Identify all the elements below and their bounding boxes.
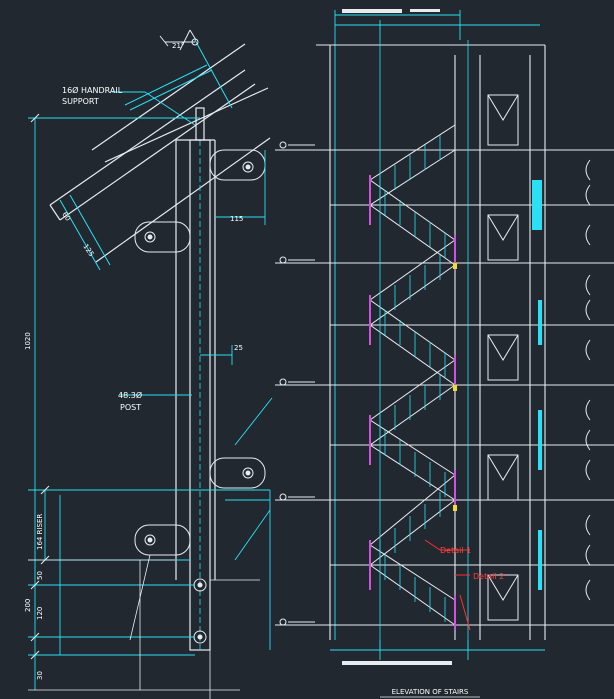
dimension-lines	[28, 117, 273, 690]
riser-label: 164 RISER	[36, 514, 44, 550]
drawing-caption: ELEVATION OF STAIRS	[392, 688, 469, 696]
cyan-verticals	[379, 40, 469, 650]
bracket-low-right	[209, 457, 266, 489]
stair-newels	[369, 175, 456, 630]
stair-elevation: Detail 1 Detail 2 ELEVATION OF STAIRS	[275, 9, 614, 698]
stair-flights	[369, 124, 456, 626]
angle-label: 21°	[172, 42, 184, 50]
windows	[487, 94, 519, 621]
balusters	[379, 135, 446, 622]
post	[175, 107, 216, 651]
dim-200: 200	[24, 599, 32, 612]
dim-1020: 1020	[24, 332, 32, 350]
dim-60: 60	[60, 211, 72, 223]
top-dim-text-2	[410, 9, 440, 12]
dim-50: 50	[36, 571, 44, 580]
dim-115: 115	[230, 215, 243, 223]
handrail-support-label-1: 16Ø HANDRAIL	[62, 85, 123, 95]
building-walls	[316, 44, 546, 640]
callout-detail-2: Detail 2	[473, 572, 504, 581]
handrail-detail: 21°	[24, 29, 273, 699]
base-lines	[28, 554, 260, 699]
inclined-handrail	[49, 43, 271, 263]
dimension-ticks	[30, 113, 50, 660]
bracket-mid-left	[134, 221, 191, 253]
angle-marker	[159, 29, 199, 51]
post-label-1: 48.3Ø	[118, 390, 142, 400]
bottom-dimensions	[330, 640, 545, 660]
floor-lines	[275, 149, 614, 626]
dim-125: 125	[81, 243, 95, 259]
dim-120: 120	[36, 607, 44, 620]
post-label-2: POST	[120, 403, 141, 412]
handrail-support-label-2: SUPPORT	[62, 97, 99, 106]
level-markers	[279, 141, 315, 626]
yellow-markers	[453, 263, 457, 511]
bracket-bottom-left	[134, 524, 191, 556]
cladding	[585, 159, 591, 601]
glazing	[532, 180, 542, 590]
bottom-dim-text	[342, 661, 452, 665]
top-dim-text	[342, 9, 402, 13]
dim-30: 30	[36, 671, 44, 680]
callout-detail-1: Detail 1	[440, 546, 471, 555]
handrail-leaders	[59, 39, 233, 271]
dim-25: 25	[234, 344, 243, 352]
red-callouts	[424, 539, 471, 631]
